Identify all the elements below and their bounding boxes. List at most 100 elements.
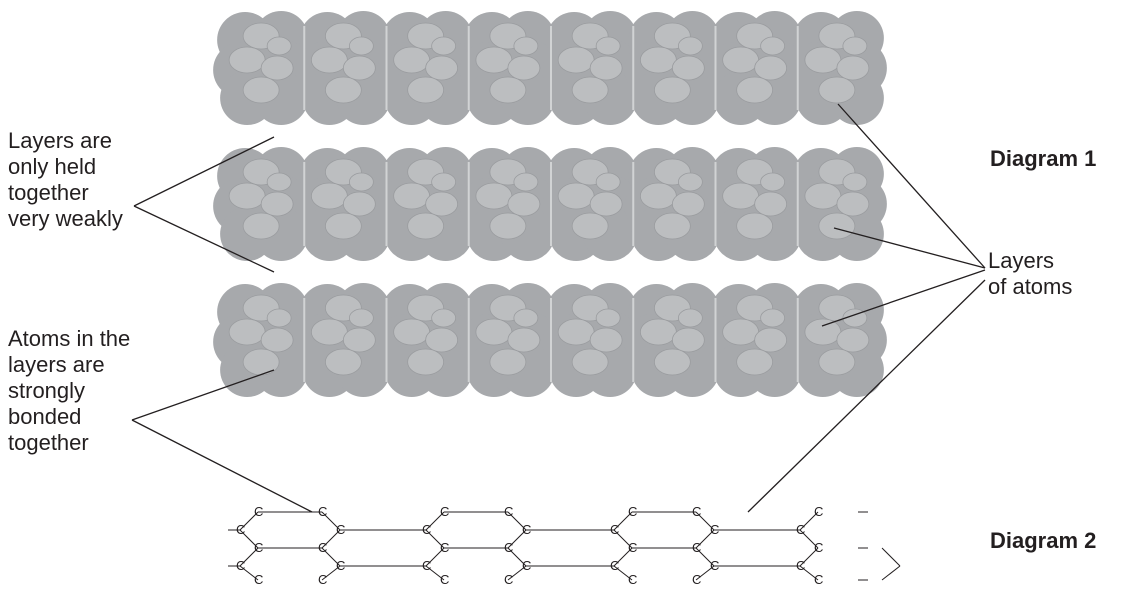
c-c-bond [425,511,445,531]
leader-line [131,369,275,421]
carbon-atom: C [254,540,263,555]
carbon-atom: C [254,504,263,519]
atom-highlight [557,46,595,74]
label-line: bonded [8,404,82,429]
atom-highlight [836,191,870,217]
carbon-atom: C [318,540,327,555]
atom-highlight [595,172,621,192]
atom-highlight [342,327,376,353]
atom-highlight [589,55,623,81]
atom-highlight [507,327,541,353]
graphite-layers [213,11,887,397]
c-c-bond [695,529,715,549]
carbon-atom: C [422,558,431,573]
atom-highlight [653,348,691,376]
c-c-bond [507,529,527,549]
atom-cluster [377,283,476,397]
atom-highlight [425,191,459,217]
atom-layer [213,283,887,397]
carbon-atom: C [796,558,805,573]
c-c-bond [881,565,901,581]
atom-highlight [393,182,431,210]
atom-highlight [507,191,541,217]
c-c-bond [695,565,715,581]
label-atoms-strongly-bonded: Atoms in the layers are strongly bonded … [8,326,130,456]
atom-highlight [475,182,513,210]
carbon-atom: C [440,504,449,519]
c-c-bond [239,547,259,567]
atom-highlight [653,212,691,240]
atom-highlight [760,308,786,328]
label-line: together [8,180,89,205]
label-line: together [8,430,89,455]
atom-highlight [348,172,374,192]
atom-layer [213,11,887,125]
atom-highlight [342,55,376,81]
carbon-atom: C [254,572,263,584]
atom-highlight [489,348,527,376]
atom-highlight [310,318,348,346]
atom-highlight [677,36,703,56]
c-c-bond [507,511,527,531]
atom-highlight [754,327,788,353]
atom-cluster [706,283,805,397]
carbon-atom: C [692,572,701,584]
carbon-atom: C [628,504,637,519]
atom-highlight [324,348,362,376]
atom-highlight [425,327,459,353]
label-layers-of-atoms: Layers of atoms [988,248,1072,300]
atom-highlight [571,76,609,104]
atom-highlight [804,318,842,346]
atom-highlight [228,318,266,346]
atom-highlight [348,36,374,56]
carbon-atom: C [610,558,619,573]
atom-highlight [671,55,705,81]
leader-line [837,103,986,269]
c-c-bond [239,511,259,531]
atom-highlight [489,76,527,104]
label-line: very weakly [8,206,123,231]
atom-highlight [760,172,786,192]
c-c-bond [799,565,819,581]
atom-highlight [513,172,539,192]
label-line: only held [8,154,97,179]
atom-cluster [377,147,476,261]
atom-highlight [348,308,374,328]
atom-highlight [266,36,292,56]
atom-highlight [671,327,705,353]
carbon-atom: C [318,504,327,519]
c-c-bond [507,565,527,581]
atom-highlight [228,182,266,210]
carbon-atom: C [692,504,701,519]
atom-highlight [513,36,539,56]
atom-cluster [788,147,887,261]
label-line: strongly [8,378,86,403]
atom-cluster [788,283,887,397]
atom-highlight [804,46,842,74]
carbon-atom: C [814,572,823,584]
leader-line [133,136,275,207]
atom-highlight [639,182,677,210]
atom-highlight [836,55,870,81]
atom-highlight [475,318,513,346]
atom-highlight [507,55,541,81]
atom-highlight [557,318,595,346]
atom-highlight [736,212,774,240]
c-c-bond [321,511,341,531]
atom-highlight [513,308,539,328]
c-c-bond [425,529,445,549]
atom-cluster [542,283,641,397]
c-c-bond [881,547,901,567]
atom-cluster [706,147,805,261]
c-c-bond [613,565,633,581]
carbon-atom: C [422,522,431,537]
atom-cluster [542,147,641,261]
atom-highlight [589,327,623,353]
c-c-bond [695,511,715,531]
carbon-atom: C [814,540,823,555]
atom-highlight [242,76,280,104]
c-c-bond [321,529,341,549]
atom-highlight [677,308,703,328]
